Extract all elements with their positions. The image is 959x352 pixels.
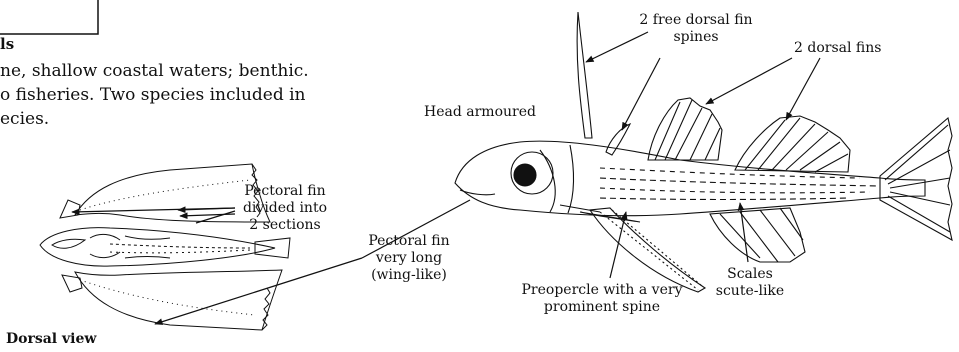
clipped-box-frame <box>0 0 98 34</box>
label-pectoral-long: Pectoral fin very long (wing-like) <box>354 233 464 284</box>
label-pectoral-long-line1: Pectoral fin <box>354 233 464 250</box>
body-line-1: ne, shallow coastal waters; benthic. <box>0 60 309 82</box>
label-pectoral-long-line2: very long <box>354 250 464 267</box>
label-free-spines-line1: 2 free dorsal fin <box>616 12 776 29</box>
label-pectoral-divided-line3: 2 sections <box>220 217 350 234</box>
body-line-2: o fisheries. Two species included in <box>0 84 306 106</box>
label-dorsal-view: Dorsal view <box>6 331 96 348</box>
label-free-spines: 2 free dorsal fin spines <box>616 12 776 46</box>
label-scales: Scales scute-like <box>705 266 795 300</box>
label-preopercle-line2: prominent spine <box>492 299 712 316</box>
section-heading: ls <box>0 35 14 53</box>
label-head-armoured: Head armoured <box>424 104 536 121</box>
label-pectoral-long-line3: (wing-like) <box>354 267 464 284</box>
label-pectoral-divided-line2: divided into <box>220 200 350 217</box>
label-scales-line2: scute-like <box>705 283 795 300</box>
body-line-3: ecies. <box>0 108 49 130</box>
label-free-spines-line2: spines <box>616 29 776 46</box>
label-preopercle: Preopercle with a very prominent spine <box>492 282 712 316</box>
label-preopercle-line1: Preopercle with a very <box>492 282 712 299</box>
label-pectoral-divided: Pectoral fin divided into 2 sections <box>220 183 350 234</box>
label-dorsal-fins: 2 dorsal fins <box>794 40 881 57</box>
label-pectoral-divided-line1: Pectoral fin <box>220 183 350 200</box>
label-scales-line1: Scales <box>705 266 795 283</box>
